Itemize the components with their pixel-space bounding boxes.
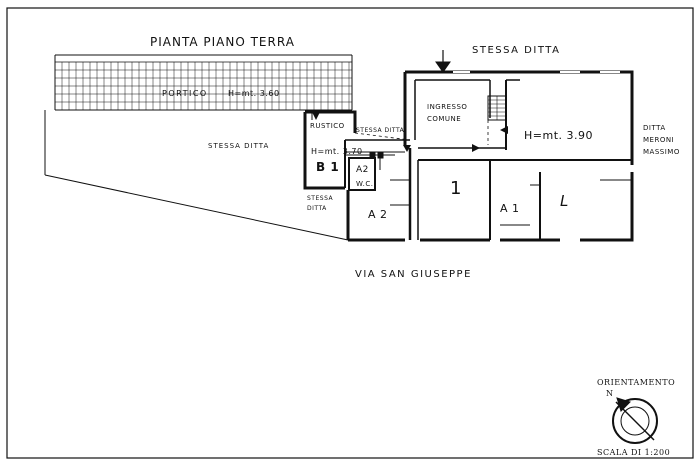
label-portico: PORTICO bbox=[162, 89, 208, 98]
label-b1: B 1 bbox=[316, 160, 340, 174]
wc-block bbox=[345, 139, 410, 191]
label-height-370: H=mt. 3.70 bbox=[311, 147, 363, 156]
label-street: VIA SAN GIUSEPPE bbox=[355, 269, 472, 280]
label-comune: COMUNE bbox=[427, 115, 462, 123]
label-ditta-small: DITTA bbox=[307, 205, 327, 212]
page-frame bbox=[6, 7, 694, 459]
dashed-lines bbox=[354, 120, 489, 149]
label-unit-1: 1 bbox=[450, 178, 462, 199]
compass-icon bbox=[612, 397, 658, 444]
title: PIANTA PIANO TERRA bbox=[150, 35, 295, 49]
main-building bbox=[346, 70, 634, 242]
label-a2: A 2 bbox=[368, 208, 388, 221]
label-north: N bbox=[606, 389, 614, 398]
label-meroni: MERONI bbox=[643, 136, 675, 144]
label-orientamento: ORIENTAMENTO bbox=[597, 378, 676, 387]
rustico-room bbox=[303, 110, 357, 190]
label-a1: A 1 bbox=[500, 202, 520, 215]
label-scale: SCALA DI 1:200 bbox=[597, 448, 671, 457]
label-a2-small: A2 bbox=[356, 165, 369, 175]
label-height-390: H=mt. 3.90 bbox=[524, 129, 594, 142]
label-portico-height: H=mt. 3.60 bbox=[228, 89, 280, 98]
oblique-boundary bbox=[44, 174, 349, 241]
label-unit-l: L bbox=[560, 192, 569, 210]
label-ditta-right: DITTA bbox=[643, 124, 666, 132]
label-stessa-small: STESSA bbox=[307, 195, 334, 202]
label-wc: W.C. bbox=[356, 180, 374, 188]
portico-area bbox=[54, 54, 353, 111]
label-ingresso: INGRESSO bbox=[427, 103, 468, 111]
label-stessa-ditta-top: STESSA DITTA bbox=[472, 45, 561, 56]
door-arrows bbox=[312, 112, 508, 152]
label-massimo: MASSIMO bbox=[643, 148, 680, 156]
label-stessa-ditta-left: STESSA DITTA bbox=[208, 142, 270, 150]
label-rustico: RUSTICO bbox=[310, 122, 345, 130]
label-stessa-ditta-mid: STESSA DITTA bbox=[356, 127, 405, 134]
portico-grid bbox=[61, 62, 350, 110]
entrance-arrow-icon bbox=[433, 50, 453, 73]
